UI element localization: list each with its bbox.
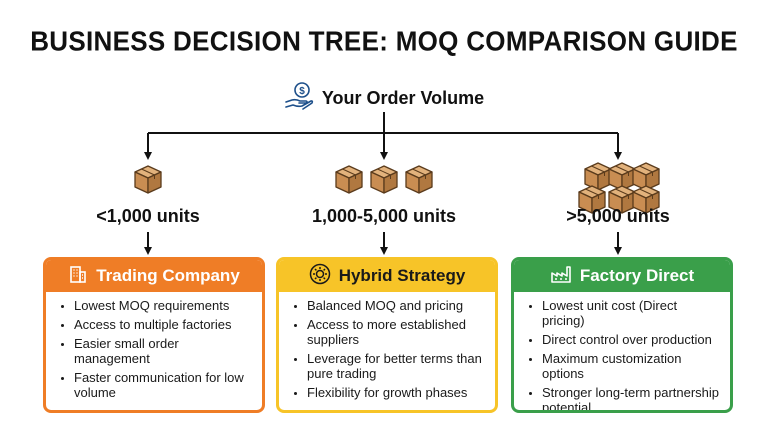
volume-label-large: >5,000 units: [566, 206, 670, 226]
card-header: Trading Company: [46, 260, 262, 292]
card-title: Hybrid Strategy: [338, 266, 466, 285]
svg-text:$: $: [299, 86, 305, 97]
feature-item: Balanced MOQ and pricing: [307, 298, 487, 313]
hand-money-icon: $: [284, 82, 314, 115]
office-building-icon: [68, 264, 88, 289]
feature-item: Lowest unit cost (Direct pricing): [542, 298, 722, 328]
box-icon-group-medium: [333, 163, 435, 200]
box-icon: [368, 163, 400, 200]
feature-item: Easier small order management: [74, 336, 254, 366]
gear-handshake-icon: [309, 263, 331, 290]
card-hybrid-strategy: Hybrid Strategy Balanced MOQ and pricing…: [276, 257, 498, 413]
card-factory-direct: Factory Direct Lowest unit cost (Direct …: [511, 257, 733, 413]
card-header: Hybrid Strategy: [279, 260, 495, 292]
volume-label-small: <1,000 units: [96, 206, 200, 226]
feature-item: Maximum customization options: [542, 351, 722, 381]
feature-item: Flexibility for growth phases: [307, 385, 487, 400]
box-icon: [630, 183, 660, 220]
box-icon: [132, 163, 164, 200]
feature-list: Balanced MOQ and pricingAccess to more e…: [279, 298, 495, 400]
feature-list: Lowest unit cost (Direct pricing) Direct …: [514, 298, 730, 410]
card-trading-company: Trading Company Lowest MOQ requirementsA…: [43, 257, 265, 413]
factory-icon: [550, 264, 572, 289]
page-title: BUSINESS DECISION TREE: MOQ COMPARISON G…: [30, 24, 738, 58]
feature-item: Faster communication for low volume: [74, 370, 254, 400]
root-label: Your Order Volume: [321, 88, 485, 108]
card-title: Trading Company: [96, 266, 240, 285]
box-icon-group-large: [578, 160, 660, 220]
card-header: Factory Direct: [514, 260, 730, 292]
box-icon: [606, 160, 636, 197]
feature-item: Stronger long-term partnership potential: [542, 385, 722, 410]
root-node: $ Your Order Volume: [0, 82, 768, 115]
card-title: Factory Direct: [579, 266, 695, 285]
feature-item: Access to multiple factories: [74, 317, 254, 332]
feature-item: Direct control over production: [542, 332, 722, 347]
feature-item: Leverage for better terms than pure trad…: [307, 351, 487, 381]
feature-list: Lowest MOQ requirementsAccess to multipl…: [46, 298, 262, 400]
box-icon-group-small: [132, 163, 164, 200]
box-icon: [576, 183, 606, 220]
box-icon: [403, 163, 435, 200]
box-icon: [333, 163, 365, 200]
feature-item: Lowest MOQ requirements: [74, 298, 254, 313]
feature-item: Access to more established suppliers: [307, 317, 487, 347]
volume-label-medium: 1,000-5,000 units: [311, 206, 457, 226]
